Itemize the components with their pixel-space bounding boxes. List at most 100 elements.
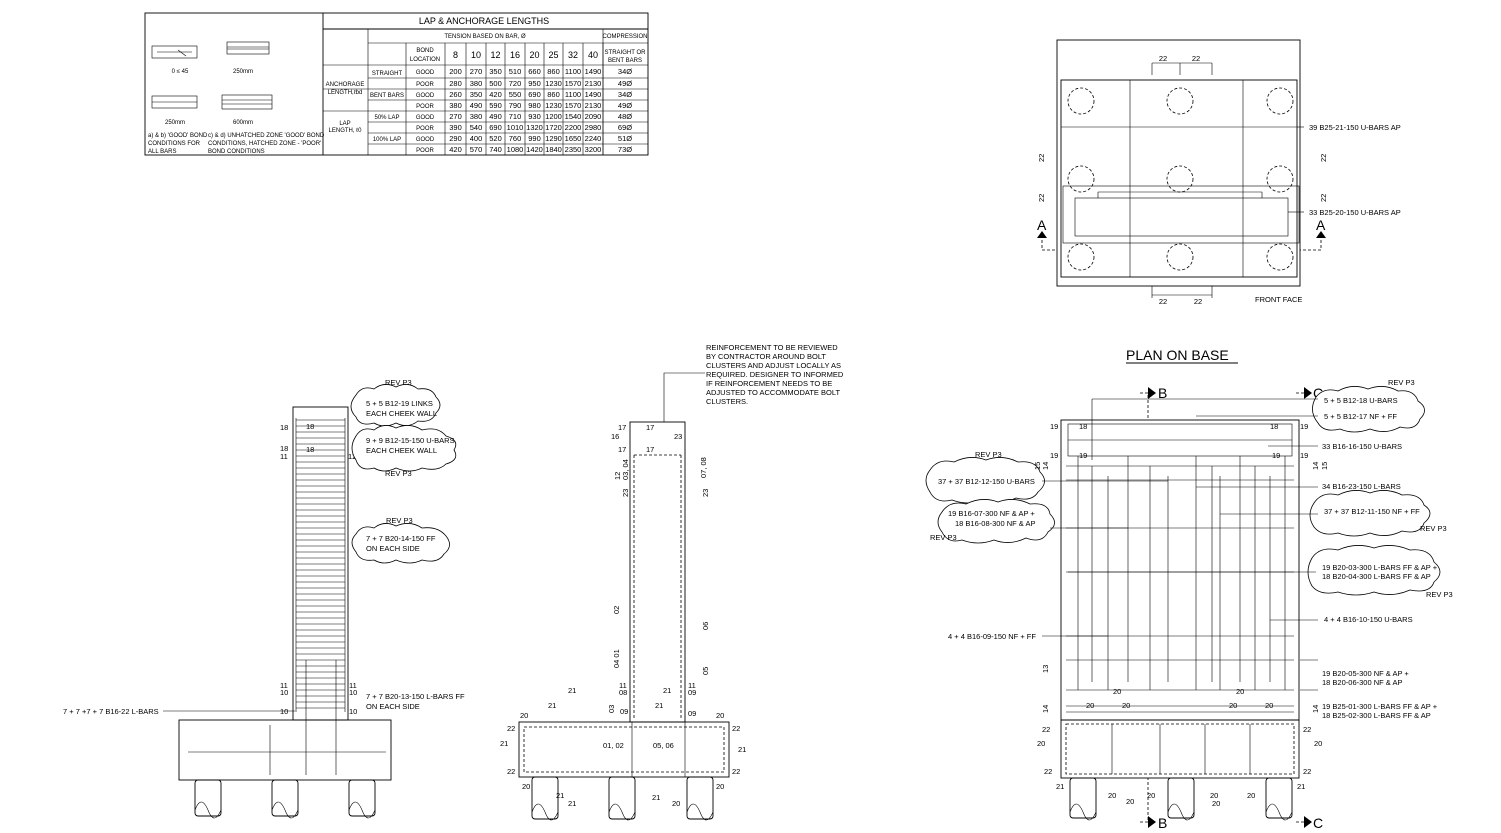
table-cell: 3200	[585, 145, 602, 154]
mark-22-c: 22	[507, 767, 515, 776]
bond-location-cell: POOR	[416, 126, 434, 132]
table-cell: 1840	[545, 145, 562, 154]
mark-17-c: 17	[618, 445, 626, 454]
bond-location-cell: POOR	[416, 82, 434, 88]
pb-mark-20-d: 20	[1122, 701, 1130, 710]
table-cell: 1290	[545, 134, 562, 143]
straight-bent-header-2: BENT BARS	[608, 58, 642, 64]
table-cell: 720	[509, 79, 522, 88]
pb-mark-13: 13	[1041, 665, 1050, 673]
mark-21-a: 21	[568, 686, 576, 695]
table-title: LAP & ANCHORAGE LENGTHS	[419, 16, 549, 26]
callout-r-11: 19 B25-01-300 L-BARS FF & AP +	[1322, 702, 1438, 711]
pb-mark-20-m: 20	[1126, 797, 1134, 806]
table-cell: 1010	[507, 123, 524, 132]
mark-11-right: 11	[349, 681, 357, 690]
table-cell: 1650	[565, 134, 582, 143]
note-cd-1: c) & d) UNHATCHED ZONE 'GOOD' BOND	[208, 133, 325, 139]
compression-cell: 73Ø	[618, 145, 632, 154]
table-cell: 790	[509, 101, 522, 110]
dim-22-left-1: 22	[1037, 154, 1046, 162]
table-cell: 690	[528, 90, 541, 99]
table-cell: 1720	[545, 123, 562, 132]
type-lap50: 50% LAP	[374, 115, 399, 121]
mark-05-06: 05, 06	[653, 741, 674, 750]
mid-note-1: REINFORCEMENT TO BE REVIEWED	[706, 343, 838, 352]
cloud2-line2: EACH CHEEK WALL	[366, 446, 437, 455]
mid-note-7: CLUSTERS.	[706, 397, 748, 406]
mark-04-01: 04 01	[612, 649, 621, 668]
rev-p3-5: REV P3	[1420, 524, 1447, 533]
mark-21-c: 21	[548, 701, 556, 710]
table-cell: 420	[449, 145, 462, 154]
pb-mark-20-n: 20	[1212, 799, 1220, 808]
table-cell: 260	[449, 90, 462, 99]
callout-r-7: 18 B20-04-300 L-BARS FF & AP	[1322, 572, 1431, 581]
pb-mark-20-f: 20	[1265, 701, 1273, 710]
callout-r-1: 5 + 5 B12-18 U-BARS	[1324, 396, 1398, 405]
mark-16: 16	[611, 432, 619, 441]
pb-mark-15-a: 15	[1033, 462, 1042, 470]
lap-anchorage-table: LAP & ANCHORAGE LENGTHS TENSION BASED ON…	[144, 12, 649, 156]
table-cell: 380	[470, 79, 483, 88]
callout-l-2: 19 B16-07-300 NF & AP +	[948, 509, 1035, 518]
note-cd-3: BOND CONDITIONS	[208, 149, 265, 155]
lap-group-2: LENGTH, ℓ0	[329, 127, 363, 134]
anchorage-group-2: LENGTH,ℓbd	[328, 89, 363, 96]
mark-10-right: 10	[349, 688, 357, 697]
pb-mark-14-a: 14	[1041, 462, 1050, 470]
type-lap100: 100% LAP	[373, 137, 401, 143]
mark-23: 23	[674, 432, 682, 441]
compression-cell: 48Ø	[618, 112, 632, 121]
table-cell: 950	[528, 79, 541, 88]
section-b-bottom: B	[1158, 815, 1167, 831]
mark-11-right-top: 11	[348, 452, 356, 461]
callout-r-4: 34 B16-23-150 L-BARS	[1322, 482, 1401, 491]
bar-size-header: 10	[471, 50, 481, 60]
callout-r-5: 37 + 37 B12-11-150 NF + FF	[1324, 507, 1420, 516]
revision-cloud-6	[1307, 545, 1441, 596]
pb-mark-20-h: 20	[1314, 739, 1322, 748]
mark-17: 17	[618, 423, 626, 432]
table-cell: 390	[449, 123, 462, 132]
mark-11-mid-r: 11	[688, 681, 696, 690]
bond-location-cell: GOOD	[416, 115, 435, 121]
pb-mark-22-c: 22	[1044, 767, 1052, 776]
bond-location-cell: GOOD	[416, 93, 435, 99]
mark-06: 06	[701, 622, 710, 630]
note-ab-2: CONDITIONS FOR	[148, 141, 201, 147]
revision-cloud-2	[351, 425, 457, 472]
pb-mark-22-a: 22	[1042, 725, 1050, 734]
table-cell: 270	[470, 67, 483, 76]
mark-10-a: 10	[280, 688, 288, 697]
mark-09-b: 09	[620, 707, 628, 716]
table-cell: 420	[489, 90, 502, 99]
dim-22-left-2: 22	[1037, 194, 1046, 202]
rev-p3-6: REV P3	[1426, 590, 1453, 599]
bond-location-cell: GOOD	[416, 70, 435, 76]
cloud3-line1: 7 + 7 B20-14-150 FF	[366, 534, 436, 543]
pb-mark-19-d: 19	[1079, 451, 1087, 460]
table-cell: 350	[470, 90, 483, 99]
mark-21-f: 21	[738, 745, 746, 754]
cloud2-line1: 9 + 9 B12-15-150 U-BARS	[366, 436, 455, 445]
table-cell: 860	[547, 90, 560, 99]
mark-09-c: 09	[688, 709, 696, 718]
mark-20-c: 20	[522, 782, 530, 791]
section-c-top: C	[1313, 385, 1323, 401]
bond-location-header: BOND	[416, 48, 434, 54]
pb-mark-18-b: 18	[1270, 422, 1278, 431]
sketch-d-label: 600mm	[233, 120, 253, 126]
table-cell: 1100	[565, 90, 581, 99]
mark-21-e: 21	[500, 739, 508, 748]
table-cell: 400	[470, 134, 483, 143]
compression-cell: 49Ø	[618, 79, 632, 88]
bar-size-header: 16	[510, 50, 520, 60]
rev-p3-2: REV P3	[385, 469, 412, 478]
table-cell: 380	[470, 112, 483, 121]
compression-cell: 34Ø	[618, 67, 632, 76]
callout-r-10: 18 B20-06-300 NF & AP	[1322, 678, 1402, 687]
mark-21-d: 21	[655, 701, 663, 710]
sketch-b-label: 250mm	[233, 69, 253, 75]
